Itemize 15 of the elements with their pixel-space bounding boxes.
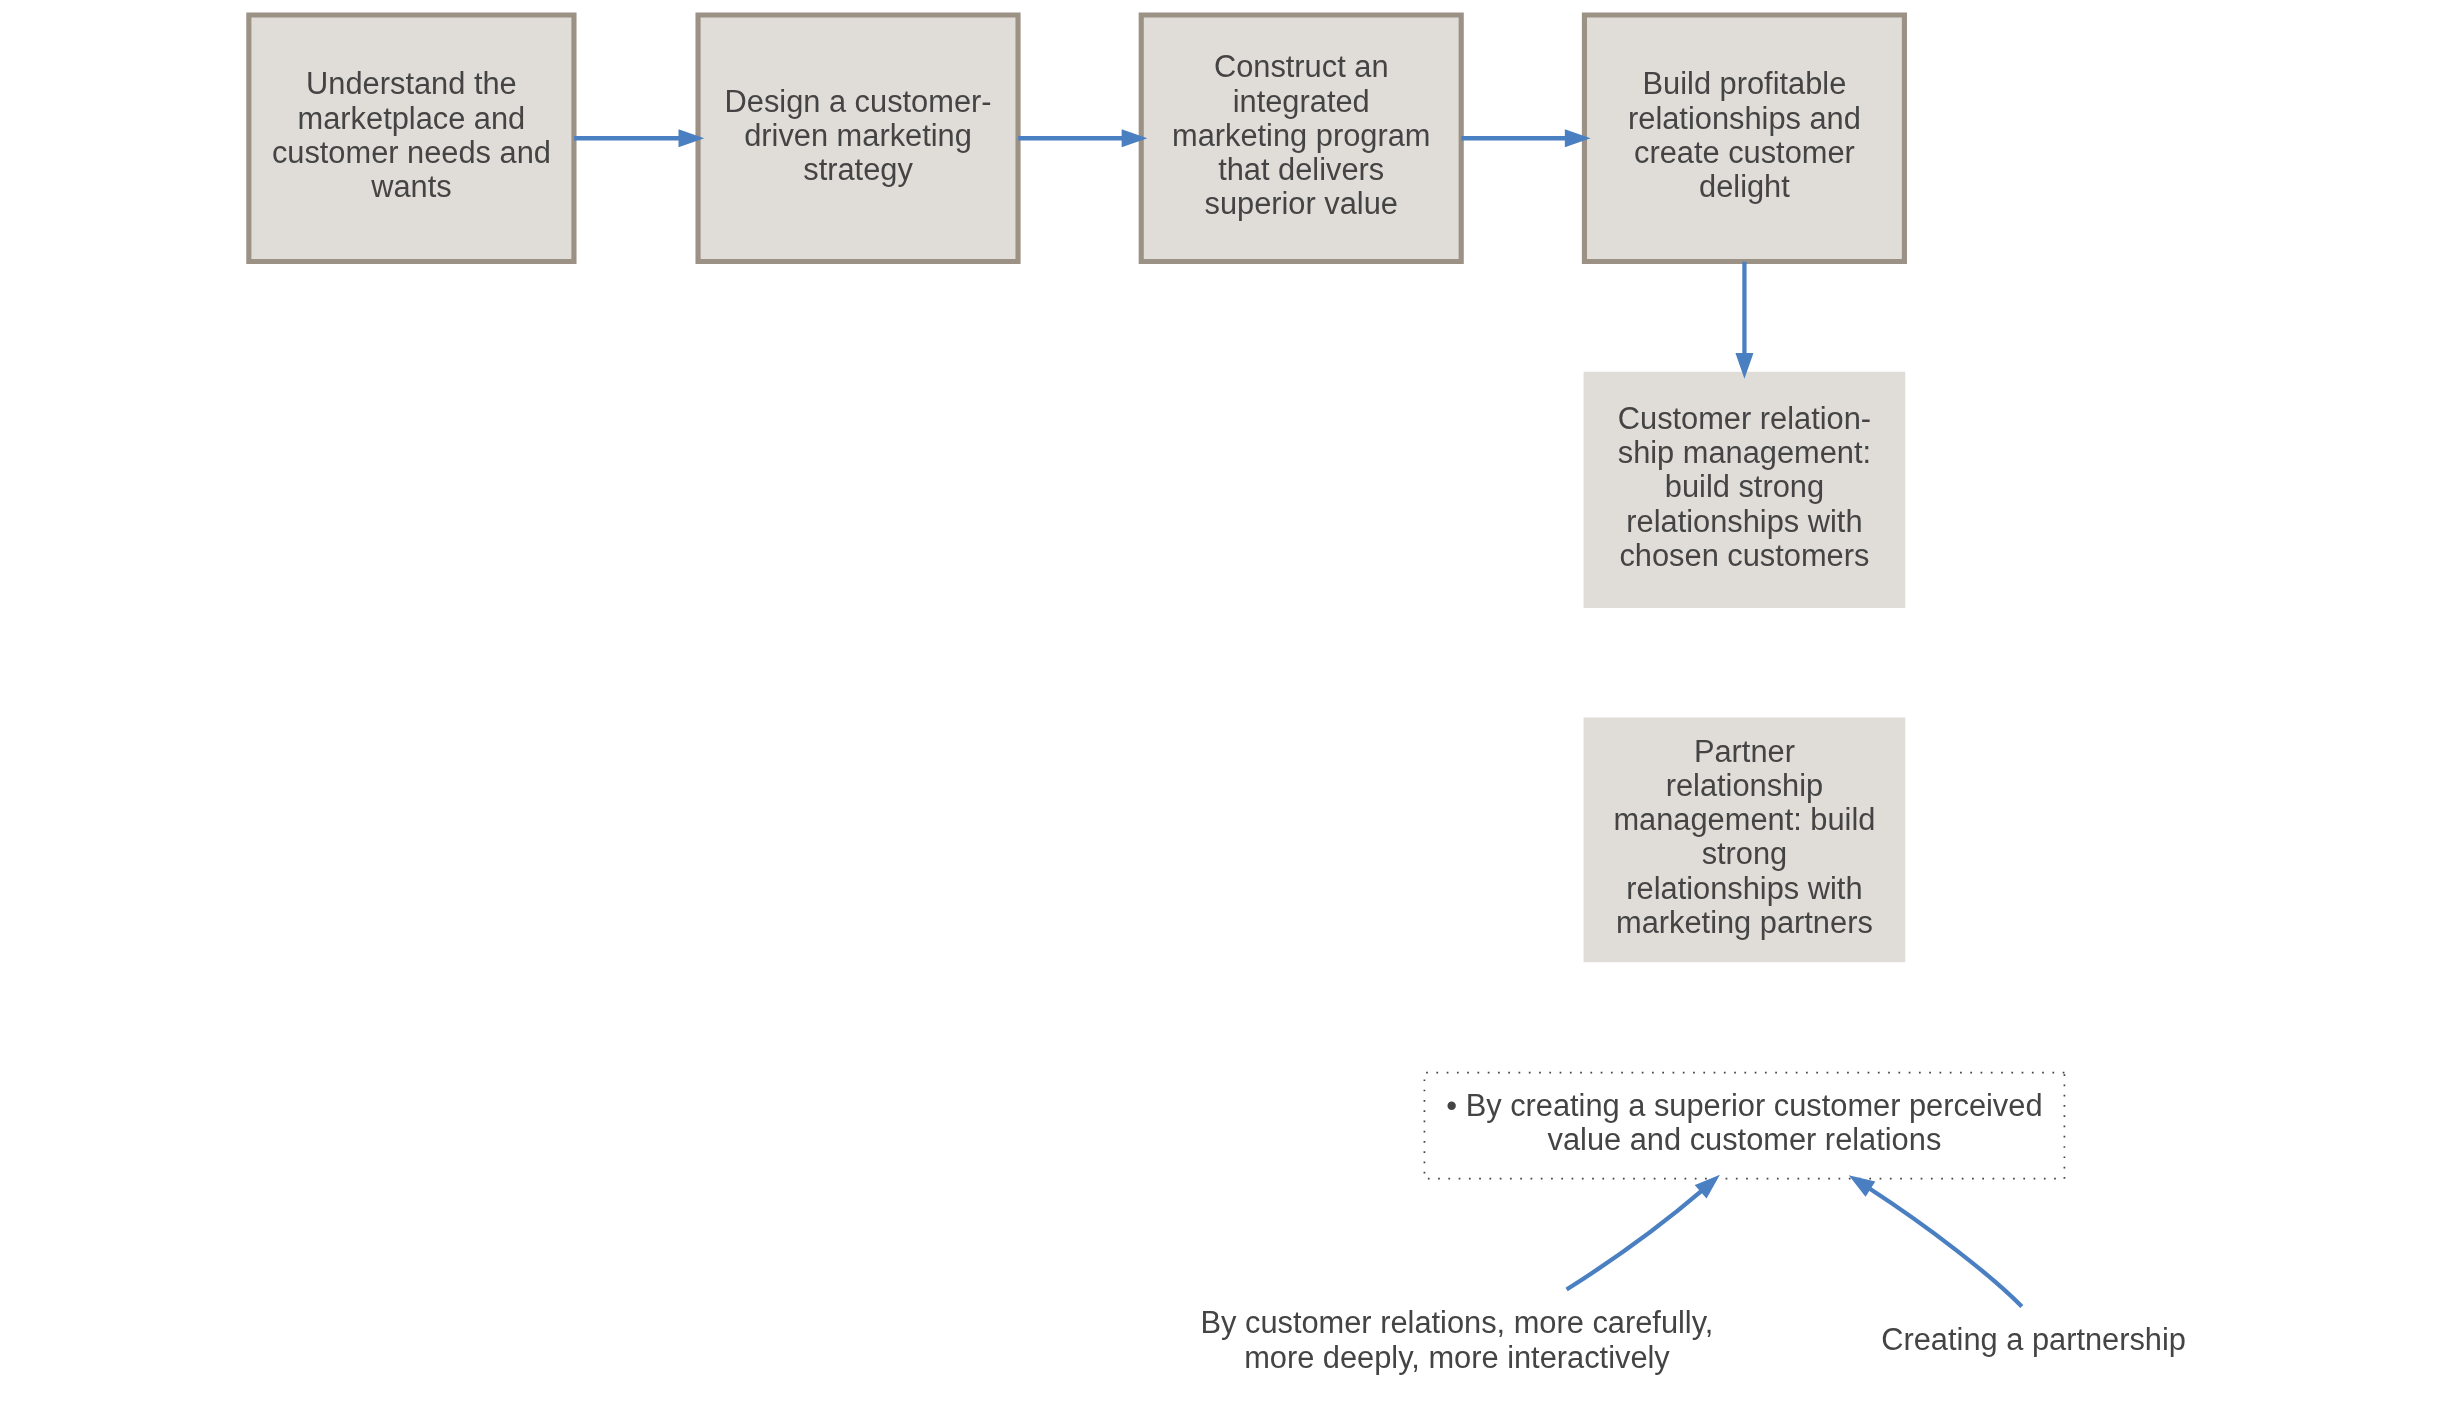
arrow: [574, 129, 705, 148]
node-text: Creating a partnership: [1881, 1322, 2186, 1358]
arrow: [1565, 1174, 1720, 1292]
node-box: Design a customer-driven marketing strategy: [695, 12, 1021, 264]
arrow: [1735, 261, 1754, 379]
node-box: Build profitable relationships and create customer delight: [1581, 12, 1907, 264]
arrow: [1848, 1175, 2024, 1309]
arrow: [1018, 129, 1148, 148]
node-box: Customer relation-ship management: build strong relationships with chosen customers: [1583, 371, 1906, 608]
node-box: • By creating a superior customer perceived value and customer relations: [1423, 1071, 2066, 1180]
arrow: [1461, 129, 1591, 148]
node-box: Construct an integrated marketing program that delivers superior value: [1138, 12, 1464, 264]
node-text: By customer relations, more carefully, more deeply, more interactively: [1200, 1305, 1714, 1375]
node-box: Partner relationship management: build strong relationships with marketing partners: [1583, 717, 1906, 963]
node-box: Understand the marketplace and customer needs and wants: [246, 12, 577, 264]
